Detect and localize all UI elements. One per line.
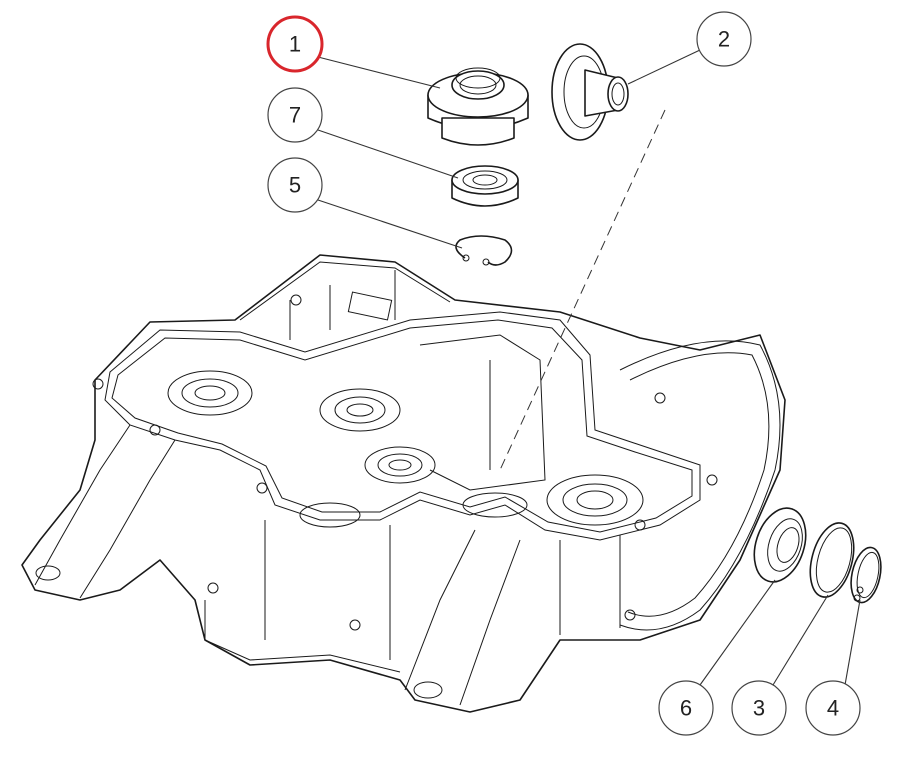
callout-label-5: 5 (289, 173, 301, 198)
callout-5[interactable]: 5 (267, 157, 323, 213)
ball-bearing-icon (451, 165, 519, 207)
leader-4 (844, 599, 861, 686)
leader-1 (317, 56, 441, 89)
assembly-axis-line (499, 109, 666, 471)
callout-2[interactable]: 2 (696, 11, 752, 67)
bearing-housing-icon (427, 67, 529, 146)
circlip-4-icon (850, 546, 882, 604)
circlip-icon (455, 235, 513, 266)
callout-6[interactable]: 6 (658, 680, 714, 736)
callout-label-1: 1 (289, 32, 301, 57)
callout-label-7: 7 (289, 103, 301, 128)
shaft-seal-icon (551, 43, 629, 141)
callout-4[interactable]: 4 (805, 680, 861, 736)
circlip-3-icon (809, 522, 855, 598)
callout-label-3: 3 (753, 696, 765, 721)
seal-ring-icon (753, 507, 807, 583)
callout-label-6: 6 (680, 696, 692, 721)
leader-7 (317, 129, 459, 179)
leader-6 (699, 579, 776, 686)
callout-7[interactable]: 7 (267, 87, 323, 143)
gearbox-housing-icon (21, 254, 786, 713)
leader-3 (772, 594, 829, 686)
leader-5 (317, 199, 463, 249)
callout-3[interactable]: 3 (731, 680, 787, 736)
callout-label-2: 2 (718, 27, 730, 52)
callout-1[interactable]: 1 (266, 15, 324, 73)
callout-label-4: 4 (827, 696, 839, 721)
leader-2 (627, 49, 701, 85)
